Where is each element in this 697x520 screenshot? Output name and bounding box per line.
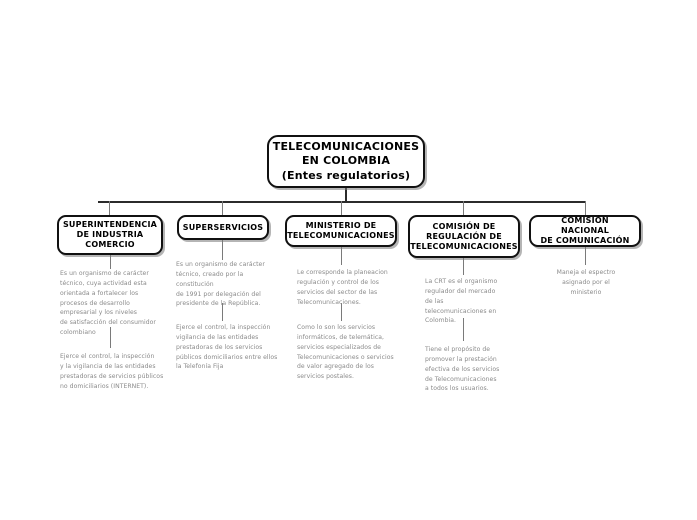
connector-ministerio-note2 bbox=[341, 303, 342, 321]
connector-crt-note2 bbox=[463, 318, 464, 341]
connector-sic-note2 bbox=[110, 327, 111, 348]
branch-node-comision-regulacion-telecomunicaciones[interactable]: COMISIÓN DE REGULACIÓN DE TELECOMUNICACI… bbox=[408, 215, 520, 258]
root-node[interactable]: TELECOMUNICACIONES EN COLOMBIA (Entes re… bbox=[267, 135, 425, 188]
note-crt-1: La CRT es el organismo regulador del mer… bbox=[425, 278, 498, 325]
connector-superservicios-note2 bbox=[222, 303, 223, 321]
note-superservicios-1: Es un organismo de carácter técnico, cre… bbox=[176, 261, 265, 308]
connector-crt-note1 bbox=[463, 258, 464, 275]
branch-node-superintendencia-industria-comercio[interactable]: SUPERINTENDENCIA DE INDUSTRIA COMERCIO bbox=[57, 215, 163, 255]
root-node-label: TELECOMUNICACIONES EN COLOMBIA (Entes re… bbox=[272, 140, 420, 182]
connector-superservicios-note1 bbox=[222, 240, 223, 260]
connector-drop-ministerio bbox=[341, 201, 342, 216]
branch-node-label: COMISIÓN NACIONAL DE COMUNICACIÓN bbox=[540, 216, 630, 245]
branch-node-label: SUPERSERVICIOS bbox=[182, 222, 264, 232]
branch-node-label: MINISTERIO DE TELECOMUNICACIONES bbox=[287, 221, 395, 240]
connector-drop-crt bbox=[463, 201, 464, 216]
branch-node-ministerio-telecomunicaciones[interactable]: MINISTERIO DE TELECOMUNICACIONES bbox=[285, 215, 397, 247]
branch-node-label: SUPERINTENDENCIA DE INDUSTRIA COMERCIO bbox=[62, 220, 158, 249]
connector-drop-cnc bbox=[585, 201, 586, 216]
branch-node-comision-nacional-comunicacion[interactable]: COMISIÓN NACIONAL DE COMUNICACIÓN bbox=[529, 215, 641, 247]
branch-node-label: COMISIÓN DE REGULACIÓN DE TELECOMUNICACI… bbox=[410, 221, 518, 251]
note-crt-2: Tiene el propósito de promover la presta… bbox=[425, 346, 500, 393]
note-sic-1: Es un organismo de carácter técnico, cuy… bbox=[60, 270, 156, 337]
connector-drop-sic bbox=[109, 201, 110, 216]
note-ministerio-1: Le corresponde la planeacion regulación … bbox=[297, 269, 388, 306]
note-cnc-1: Maneja el espectro asignado por el minis… bbox=[556, 269, 616, 296]
connector-ministerio-note1 bbox=[341, 247, 342, 265]
branch-node-superservicios[interactable]: SUPERSERVICIOS bbox=[177, 215, 269, 240]
connector-drop-superservicios bbox=[222, 201, 223, 216]
connector-main-bus bbox=[98, 201, 586, 203]
note-sic-2: Ejerce el control, la inspección y la vi… bbox=[60, 353, 164, 390]
note-superservicios-2: Ejerce el control, la inspección vigilan… bbox=[176, 324, 278, 371]
note-ministerio-2: Como lo son los servicios informáticos, … bbox=[297, 324, 394, 381]
connector-root-stub bbox=[345, 188, 347, 202]
connector-sic-note1 bbox=[110, 255, 111, 269]
connector-cnc-note1 bbox=[585, 247, 586, 265]
